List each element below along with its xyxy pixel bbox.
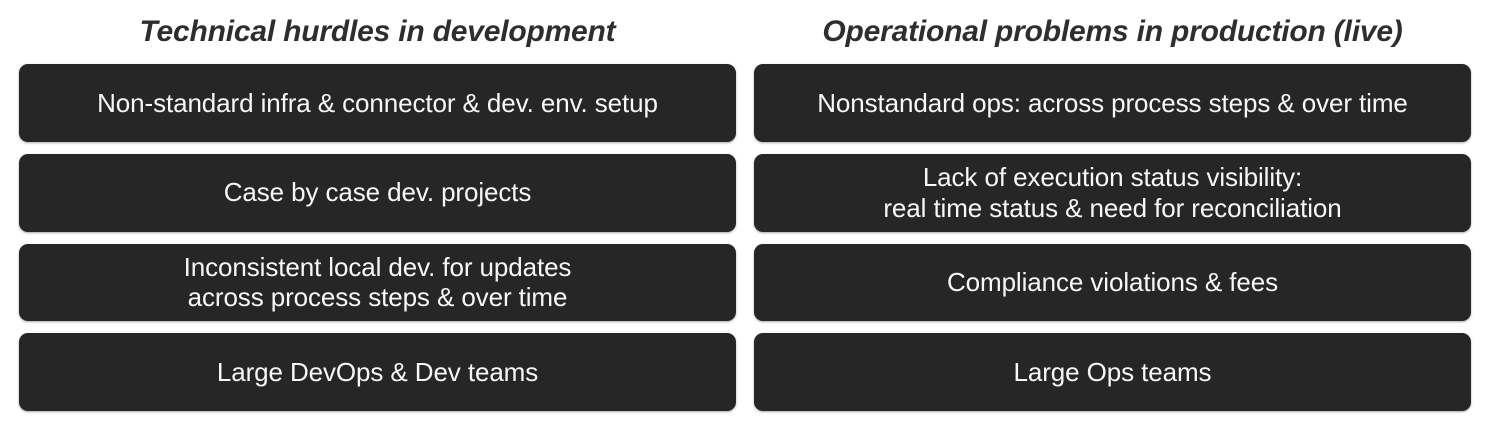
column-operational-problems: Operational problems in production (live… [754, 0, 1471, 411]
card-label: Inconsistent local dev. for updates acro… [183, 251, 572, 313]
card-item[interactable]: Non-standard infra & connector & dev. en… [19, 64, 736, 142]
card-item[interactable]: Nonstandard ops: across process steps & … [754, 64, 1471, 142]
card-list-technical-hurdles: Non-standard infra & connector & dev. en… [19, 64, 736, 411]
card-label: Large Ops teams [1013, 356, 1212, 387]
card-item[interactable]: Lack of execution status visibility: rea… [754, 153, 1471, 232]
card-item[interactable]: Large Ops teams [754, 333, 1471, 411]
card-label: Lack of execution status visibility: rea… [883, 161, 1342, 223]
card-item[interactable]: Large DevOps & Dev teams [19, 333, 736, 411]
column-title-operational-problems: Operational problems in production (live… [822, 15, 1403, 48]
card-label: Compliance violations & fees [946, 267, 1279, 298]
card-item[interactable]: Case by case dev. projects [19, 153, 736, 232]
card-label: Non-standard infra & connector & dev. en… [97, 87, 658, 118]
card-item[interactable]: Inconsistent local dev. for updates acro… [19, 243, 736, 322]
card-label: Large DevOps & Dev teams [216, 356, 539, 387]
card-item[interactable]: Compliance violations & fees [754, 243, 1471, 322]
column-title-technical-hurdles: Technical hurdles in development [139, 15, 616, 48]
column-technical-hurdles: Technical hurdles in development Non-sta… [19, 0, 736, 411]
card-label: Nonstandard ops: across process steps & … [817, 87, 1408, 118]
card-list-operational-problems: Nonstandard ops: across process steps & … [754, 64, 1471, 411]
card-label: Case by case dev. projects [223, 177, 532, 208]
